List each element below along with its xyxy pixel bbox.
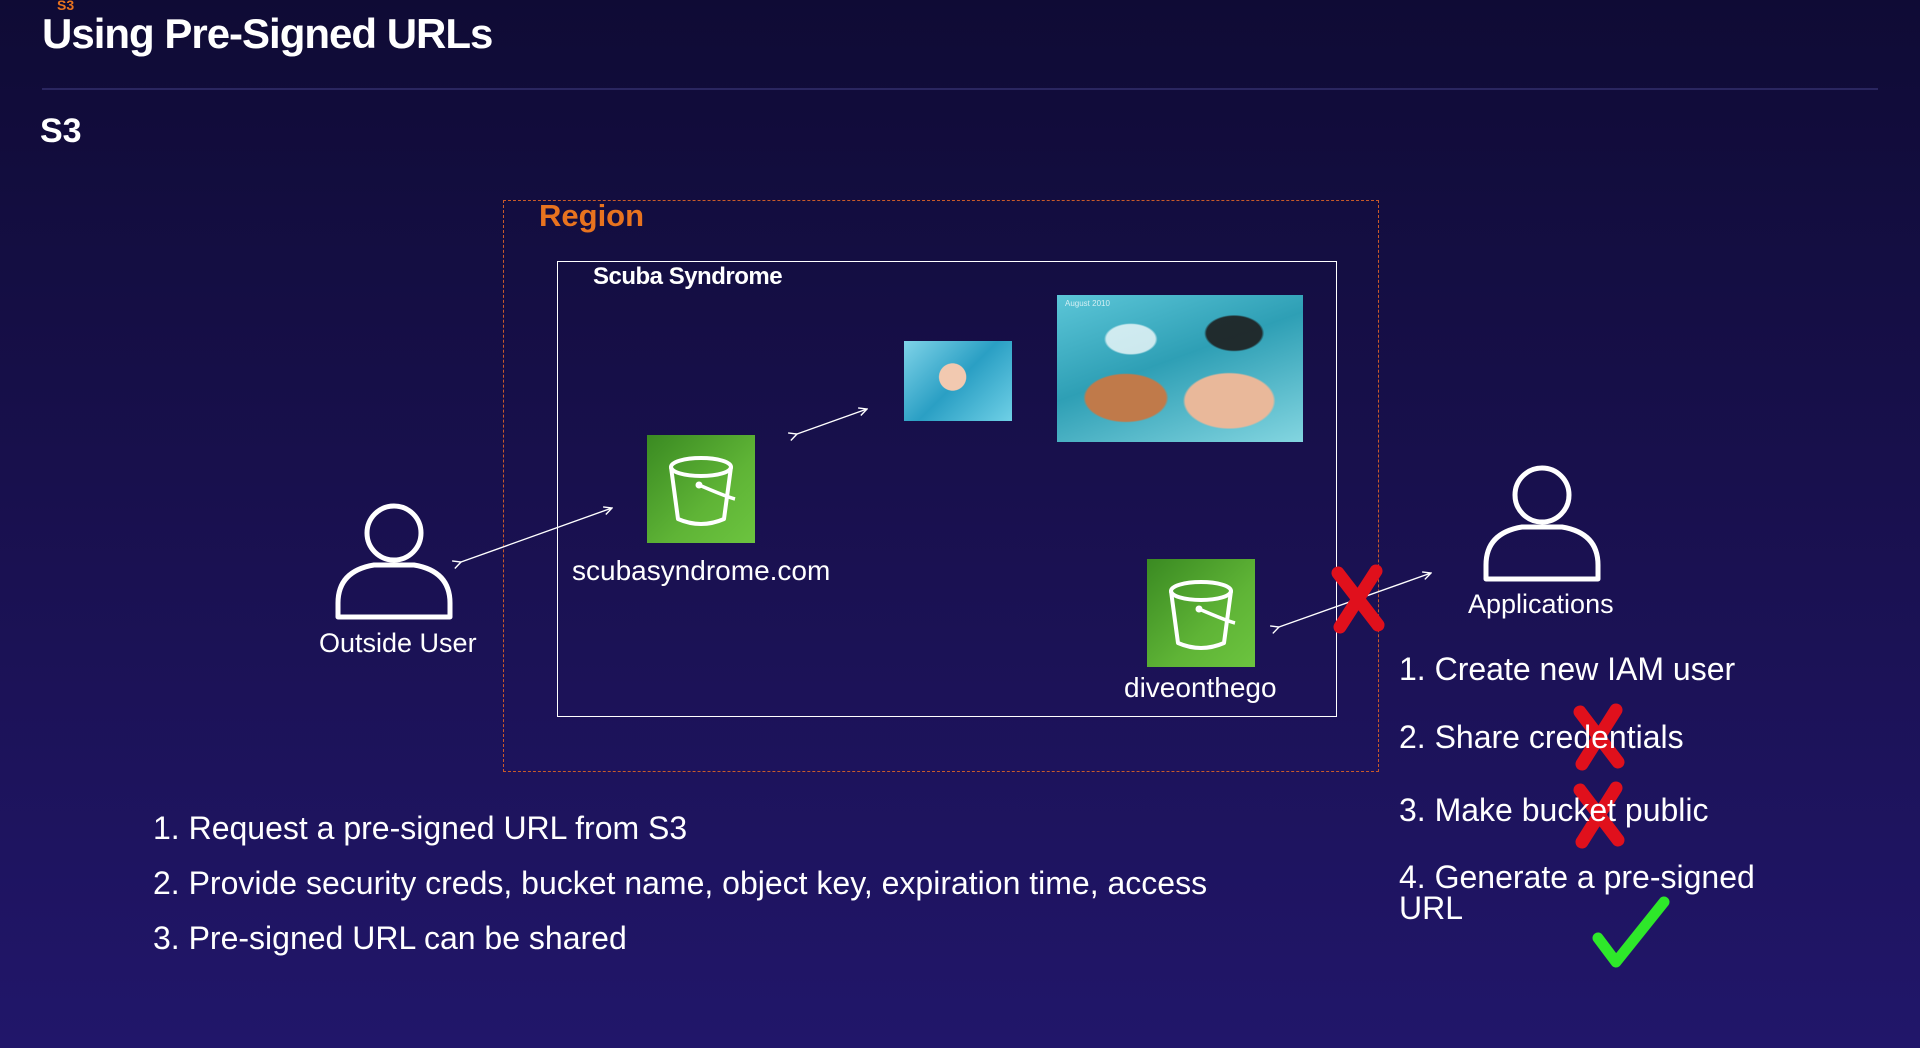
photo-thumbnail [904, 341, 1012, 421]
section-label: S3 [40, 112, 82, 150]
list-item: 1. Create new IAM user [1399, 651, 1736, 687]
list-item: 2. Share credentials [1399, 719, 1684, 755]
actor-label-applications: Applications [1468, 589, 1614, 619]
list-item: 3. Pre-signed URL can be shared [153, 920, 627, 956]
list-item: 2. Provide security creds, bucket name, … [153, 865, 1208, 901]
region-boundary [503, 200, 1379, 772]
header-tag: S3 [57, 0, 75, 13]
account-label: Scuba Syndrome [593, 263, 783, 290]
account-boundary [557, 261, 1337, 717]
region-label: Region [539, 198, 645, 233]
s3-bucket-icon [647, 435, 755, 543]
photo-caption: August 2010 [1065, 299, 1110, 308]
photo-divers: August 2010 [1057, 295, 1303, 442]
actor-label-outside-user: Outside User [319, 628, 477, 658]
list-item: 4. Generate a pre-signed URL [1399, 859, 1755, 926]
title-divider [42, 88, 1878, 90]
list-item: 1. Request a pre-signed URL from S3 [153, 810, 688, 846]
list-item: 3. Make bucket public [1399, 792, 1709, 828]
user-icon [334, 503, 454, 621]
bucket-label-website: scubasyndrome.com [572, 555, 831, 586]
bucket-label-dive: diveonthego [1124, 672, 1277, 703]
page-title: Using Pre-Signed URLs [42, 10, 493, 57]
user-icon [1482, 465, 1602, 583]
s3-bucket-icon [1147, 559, 1255, 667]
